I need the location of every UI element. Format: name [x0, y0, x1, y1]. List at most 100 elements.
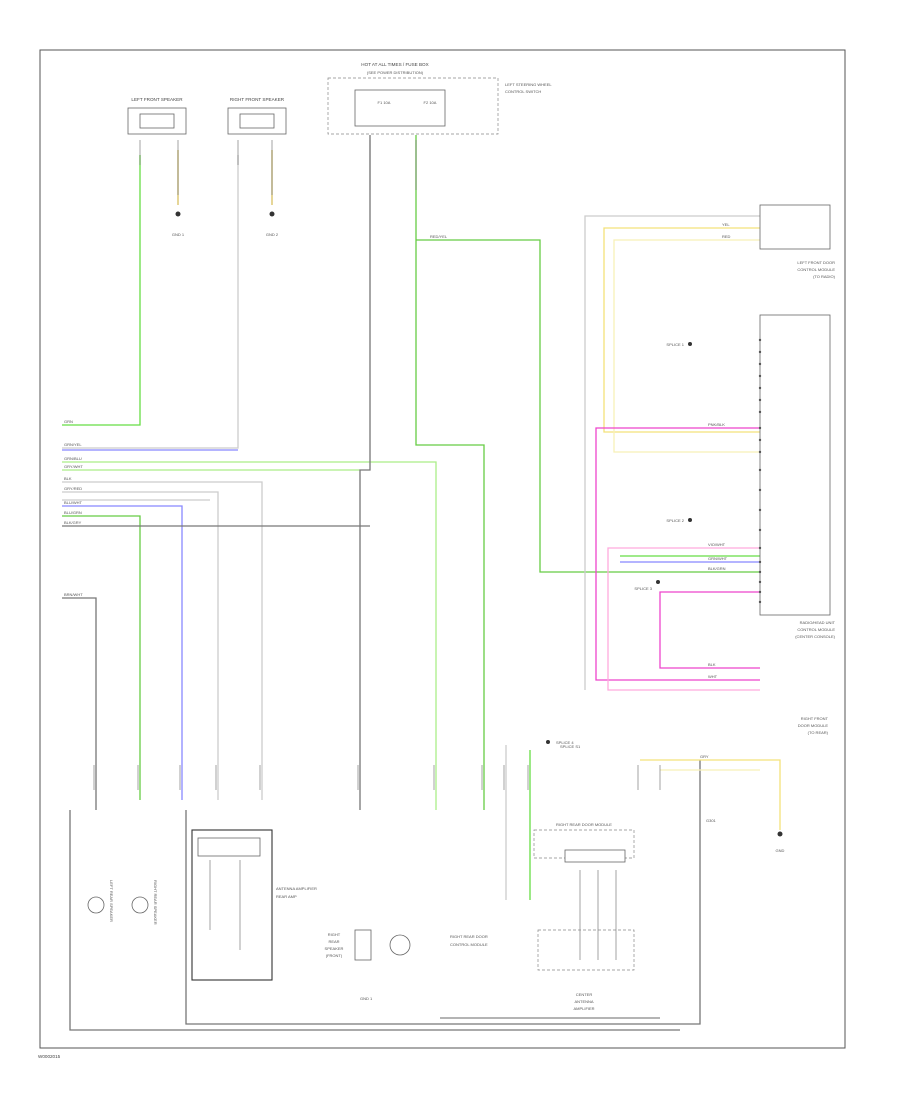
right-door-box-2: DOOR MODULE [798, 723, 829, 728]
right-lower-module-line3: (CENTER CONSOLE) [795, 634, 835, 639]
wire-pink [607, 547, 760, 691]
bottom-right-lower-1: CENTER [576, 992, 593, 997]
right-front-speaker-label: RIGHT FRONT SPEAKER [230, 97, 285, 102]
wire-label-w13: RED [722, 234, 731, 239]
side-label-3: SPLICE 3 [634, 586, 652, 591]
rf-ground-label: GND 2 [266, 232, 279, 237]
diagram-footer: W0002015 [38, 1054, 61, 1059]
wire-rf-grey [62, 155, 239, 449]
left-steering-switch-top: LEFT STEERING WHEEL [505, 82, 552, 87]
left-steering-switch-bot: CONTROL SWITCH [505, 89, 541, 94]
bottom-center-4: (FRONT) [326, 953, 343, 958]
diagram-frame [39, 49, 846, 1049]
wire-label-w2: GRN/YEL [64, 442, 82, 447]
lf-ground-symbol [175, 211, 181, 217]
left-front-speaker-label: LEFT FRONT SPEAKER [131, 97, 183, 102]
top-fuse-box: HOT AT ALL TIMES / FUSE BOX (SEE POWER D… [327, 62, 552, 135]
bottom-right-lower-2: ANTENNA [574, 999, 593, 1004]
wire-label-w16: GRN/WHT [708, 556, 728, 561]
wire-label-w8: BLU/GRN [64, 510, 82, 515]
top-fuse-box-note: (SEE POWER DISTRIBUTION) [367, 70, 424, 75]
right-front-speaker: RIGHT FRONT SPEAKER [227, 97, 287, 135]
wire-label-w15: VIO/WHT [708, 542, 726, 547]
rf-ground-symbol [269, 211, 275, 217]
bottom-left-components: LEFT REAR SPEAKER RIGHT REAR SPEAKER ANT… [87, 829, 317, 981]
wire-label-w10: BRN/WHT [64, 592, 83, 597]
ground-label: GND 1 [360, 996, 373, 1001]
wire-fuse-grey [359, 135, 371, 810]
wire-green-bus [62, 461, 437, 810]
wire-label-w1: GRN [64, 419, 73, 424]
wire-lf-green [62, 155, 141, 426]
right-door-box-3: (TO REAR) [808, 730, 829, 735]
bottom-center-3: SPEAKER [325, 946, 344, 951]
wire-label-w19: WHT [708, 674, 718, 679]
side-label-4: SPLICE 4 [556, 740, 574, 745]
right-gnd-label: G301 [706, 818, 717, 823]
wire-bottom-bus2 [185, 760, 701, 1025]
side-label-1: SPLICE 1 [666, 342, 684, 347]
right-lower-module-line1: RADIO/HEAD UNIT [800, 620, 836, 625]
right-door-area: RIGHT FRONT DOOR MODULE (TO REAR) GND G3… [706, 716, 829, 853]
fuse-b-label: F2 10A [424, 100, 437, 105]
wire-label-w11: RED/YEL [430, 234, 448, 239]
wire-magenta [595, 427, 760, 681]
wire-label-w18: BLK [708, 662, 716, 667]
bottom-right-1: RIGHT REAR DOOR [450, 934, 488, 939]
right-upper-module-line2: CONTROL MODULE [797, 267, 835, 272]
wire-label-w7: BLU/WHT [64, 500, 83, 505]
wire-antenna [62, 597, 97, 810]
wire-label-w12: YEL [722, 222, 730, 227]
bottom-rear-amp-label: REAR AMP [276, 894, 297, 899]
wire-label-w5: BLK [64, 476, 72, 481]
wire-blue-down [62, 505, 183, 800]
wire-fuse-green [415, 135, 485, 810]
left-front-speaker: LEFT FRONT SPEAKER [127, 97, 187, 135]
wire-yellow-1 [603, 227, 760, 433]
splice-label: SPLICE S1 [560, 744, 581, 749]
wire-right-yellow [640, 759, 781, 830]
wire-labels: GRN GRN/YEL GRN/BLU GRY/WHT BLK GRY/RED … [64, 222, 731, 759]
wire-yellow-2 [613, 239, 760, 453]
right-lower-module: RADIO/HEAD UNIT CONTROL MODULE (CENTER C… [758, 314, 836, 639]
bottom-right-lower-3: AMPLIFIER [573, 1006, 594, 1011]
wire-green-down [62, 515, 141, 800]
bottom-right-module: RIGHT REAR DOOR MODULE CENTER ANTENNA AM… [533, 822, 635, 1011]
wire-layer [62, 135, 781, 1031]
right-splice-labels: SPLICE 1 SPLICE 2 SPLICE 3 SPLICE 4 [546, 342, 692, 745]
wire-label-w14: PNK/BLK [708, 422, 725, 427]
right-upper-module: LEFT FRONT DOOR CONTROL MODULE (TO RADIO… [759, 204, 836, 279]
wire-label-w9: BLK/GRY [64, 520, 82, 525]
bottom-left-b: RIGHT REAR SPEAKER [153, 880, 158, 925]
wire-label-w20: GRY [700, 754, 709, 759]
bottom-right-box-title: RIGHT REAR DOOR MODULE [556, 822, 612, 827]
bottom-right-2: CONTROL MODULE [450, 942, 488, 947]
bottom-center-speaker: RIGHT REAR SPEAKER (FRONT) RIGHT REAR DO… [325, 929, 488, 961]
fuse-a-label: F1 10A [378, 100, 391, 105]
bottom-left-a: LEFT REAR SPEAKER [109, 880, 114, 922]
right-door-box-1: RIGHT FRONT [801, 716, 829, 721]
wire-grey-2 [62, 491, 219, 800]
bottom-antenna-label: ANTENNA AMPLIFIER [276, 886, 317, 891]
wire-branch-green [416, 239, 760, 573]
wire-label-w3: GRN/BLU [64, 456, 82, 461]
wire-bottom-bus [69, 810, 680, 1031]
side-label-2: SPLICE 2 [666, 518, 684, 523]
wire-label-w4: GRY/WHT [64, 464, 83, 469]
right-upper-module-line1: LEFT FRONT DOOR [797, 260, 835, 265]
right-lower-pin-row [758, 338, 762, 604]
bottom-center-1: RIGHT [328, 932, 341, 937]
wire-label-w6: GRY/RED [64, 486, 82, 491]
wire-label-w17: BLK/GRN [708, 566, 726, 571]
top-fuse-box-title: HOT AT ALL TIMES / FUSE BOX [361, 62, 428, 67]
lf-ground-label: GND 1 [172, 232, 185, 237]
wire-grey-1 [62, 481, 263, 800]
right-lower-module-line2: CONTROL MODULE [797, 627, 835, 632]
right-door-gnd: GND [776, 848, 785, 853]
right-upper-module-line3: (TO RADIO) [813, 274, 836, 279]
wire-magenta-2 [659, 591, 760, 669]
bottom-center-2: REAR [328, 939, 339, 944]
wire-grey-r [584, 215, 760, 690]
connector-ticks [93, 140, 661, 790]
